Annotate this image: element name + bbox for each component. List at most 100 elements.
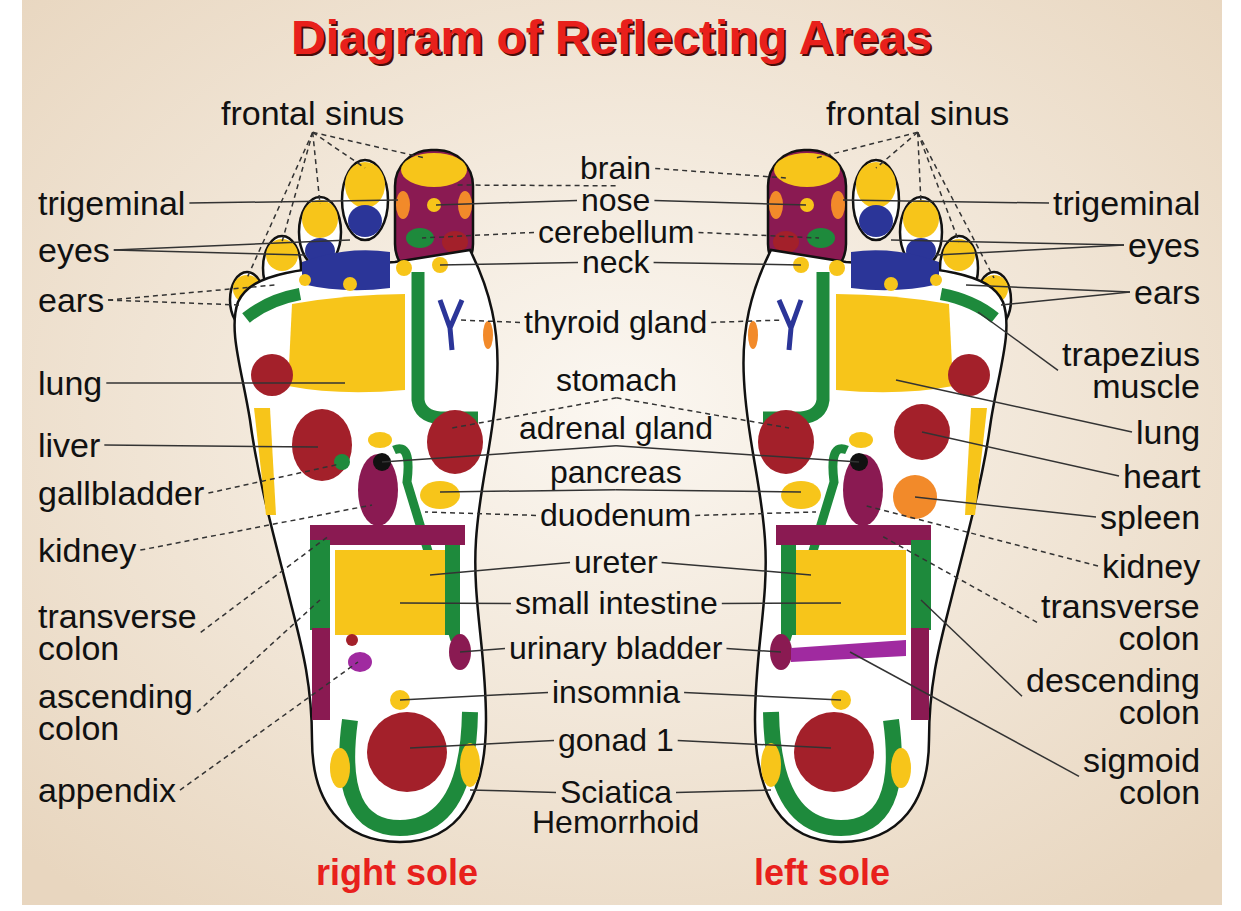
organ-label: thyroid gland [524, 308, 707, 337]
organ-label: frontal sinus [221, 97, 404, 129]
label-wrap: nose [581, 186, 650, 215]
organ-label: urinary bladder [509, 634, 722, 663]
organ-label: eyes [1128, 229, 1200, 261]
organ-label: trapezius muscle [1062, 338, 1200, 403]
leader-line [313, 132, 425, 158]
title-wrap: Diagram of Reflecting Areas [291, 12, 932, 65]
organ-label: ears [1134, 276, 1200, 308]
leader-line [921, 600, 1022, 696]
label-wrap: gallbladder [38, 477, 204, 509]
leader-line [470, 790, 556, 792]
leader-line [197, 600, 320, 712]
leader-line [425, 512, 536, 515]
leader-line [458, 320, 520, 322]
leader-line [915, 497, 1096, 517]
leader-line [440, 262, 578, 265]
background [22, 0, 1222, 905]
label-wrap: Hemorrhoid [532, 808, 699, 837]
label-wrap: left sole [754, 855, 890, 891]
leader-line [282, 132, 313, 242]
leader-line [114, 240, 350, 250]
organ-label: eyes [38, 234, 110, 266]
leader-line [114, 250, 305, 255]
organ-label: trigeminal [1053, 187, 1200, 219]
leader-line [695, 512, 816, 515]
sigmoid-zone [791, 640, 906, 662]
label-wrap: heart [1123, 460, 1201, 492]
label-wrap: trigeminal [38, 187, 185, 219]
organ-label: sigmoid colon [1083, 744, 1200, 809]
organ-label: ureter [574, 548, 658, 577]
leader-line [880, 535, 1037, 622]
leader-line [400, 602, 511, 604]
leader-line [918, 132, 994, 278]
leader-line [247, 132, 313, 278]
leader-line [711, 320, 783, 322]
leader-line [891, 240, 1124, 245]
organ-label: Sciatica [560, 778, 672, 807]
organ-label: appendix [38, 774, 176, 806]
leader-line [654, 262, 801, 265]
leader-line [918, 132, 921, 204]
leader-line [922, 432, 1119, 476]
label-wrap: frontal sinus [221, 97, 404, 129]
label-wrap: frontal sinus [826, 97, 1009, 129]
label-wrap: insomnia [552, 678, 680, 707]
label-wrap: eyes [1128, 229, 1200, 261]
label-wrap: kidney [38, 534, 136, 566]
organ-label: frontal sinus [826, 97, 1009, 129]
label-wrap: cerebellum [538, 218, 695, 247]
label-wrap: neck [582, 248, 650, 277]
organ-label: small intestine [515, 589, 718, 618]
organ-label: kidney [1102, 550, 1200, 582]
leader-line [616, 490, 801, 492]
label-wrap: duodenum [540, 501, 691, 530]
leader-line [108, 285, 275, 300]
label-wrap: ears [38, 284, 104, 316]
organ-label: lung [38, 367, 102, 399]
leader-line [208, 464, 340, 493]
organ-label: heart [1123, 460, 1201, 492]
sole-label: left sole [754, 855, 890, 891]
organ-label: transverse colon [1041, 590, 1200, 655]
liver-zone [292, 409, 352, 481]
organ-label: pancreas [550, 458, 682, 487]
organ-label: cerebellum [538, 218, 695, 247]
gallbladder-zone [334, 454, 350, 470]
label-wrap: descending colon [1026, 664, 1200, 729]
label-wrap: transverse colon [38, 600, 197, 665]
organ-label: trigeminal [38, 187, 185, 219]
label-wrap: stomach [556, 366, 677, 395]
label-wrap: trapezius muscle [1062, 338, 1200, 403]
label-wrap: brain [580, 154, 651, 183]
leader-line [863, 505, 1098, 566]
appendix-zone [348, 652, 372, 672]
leader-line [936, 245, 1124, 255]
label-wrap: appendix [38, 774, 176, 806]
organ-label: brain [580, 154, 651, 183]
label-wrap: sigmoid colon [1083, 744, 1200, 809]
organ-label: Hemorrhoid [532, 808, 699, 837]
leader-line [655, 168, 786, 178]
organ-label: ears [38, 284, 104, 316]
leader-line [180, 662, 358, 790]
label-wrap: thyroid gland [524, 308, 707, 337]
leader-line [684, 692, 841, 700]
leader-line [410, 740, 554, 748]
organ-label: insomnia [552, 678, 680, 707]
leader-line [843, 200, 1049, 203]
label-wrap: pancreas [550, 458, 682, 487]
leader-line [422, 232, 534, 238]
label-wrap: adrenal gland [519, 414, 713, 443]
leader-line [876, 132, 918, 168]
label-wrap: lung [1136, 416, 1200, 448]
leader-line [189, 200, 398, 203]
organ-label: ascending colon [38, 680, 193, 745]
organ-label: lung [1136, 416, 1200, 448]
organ-label: spleen [1100, 501, 1200, 533]
appendix-zone [346, 634, 358, 646]
leader-line [699, 232, 820, 238]
